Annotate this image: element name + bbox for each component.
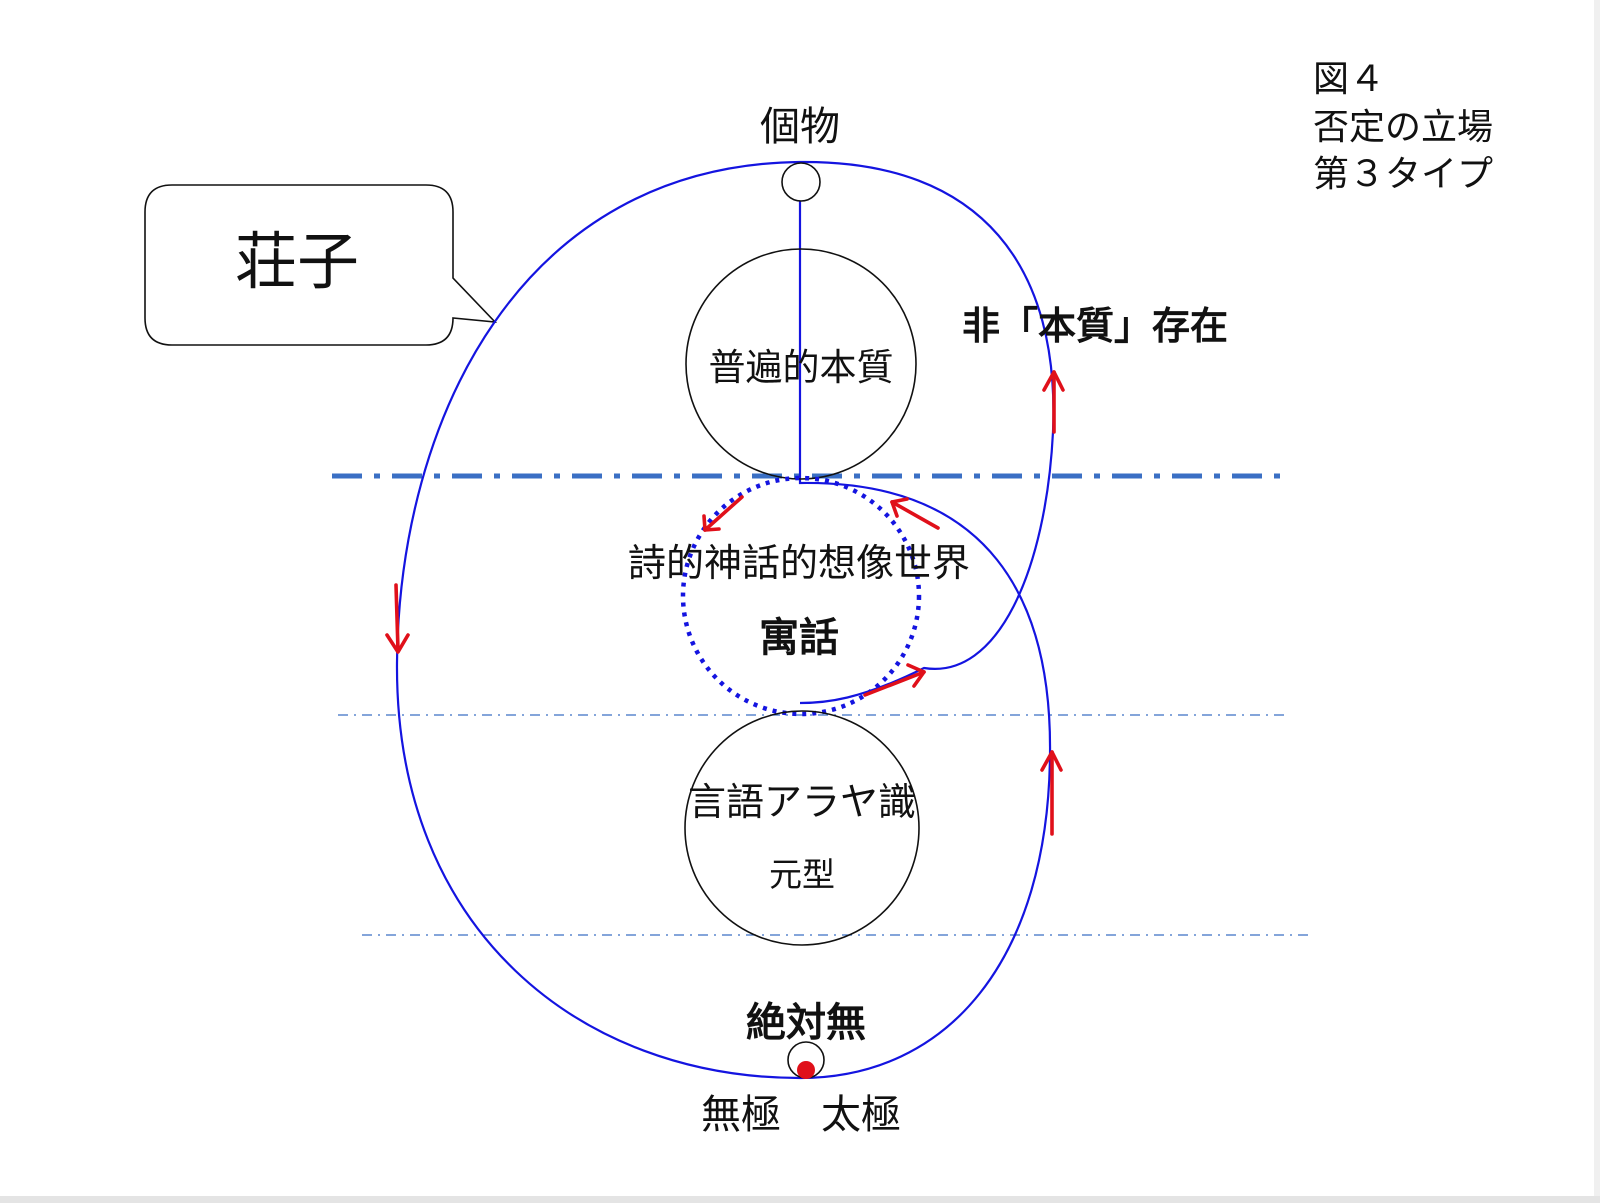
inner-bottom-arrow <box>863 663 926 697</box>
top-point-label: 個物 <box>760 104 840 150</box>
wuji-taiji-label: 無極 太極 <box>701 1092 901 1138</box>
right-edge-strip <box>1594 0 1600 1196</box>
alaya-circle <box>684 710 920 946</box>
figure-caption-line1: 図４ <box>1313 59 1385 100</box>
main-loop-curve <box>395 160 1055 1080</box>
origin-dot <box>797 1061 815 1079</box>
universal-essence-label: 普遍的本質 <box>709 346 894 389</box>
left-down-arrow <box>385 583 410 654</box>
universal-essence-circle <box>685 248 917 480</box>
bottom-scroll-strip <box>0 1196 1600 1203</box>
non-essence-being-label: 非「本質」存在 <box>962 304 1228 348</box>
fable-label: 寓話 <box>759 615 839 661</box>
right-up-arrow-lower <box>1040 750 1063 836</box>
inner-top-arrow-left <box>702 495 744 532</box>
right-up-arrow-upper <box>1042 370 1065 434</box>
figure-caption-line3: 第３タイプ <box>1313 154 1493 195</box>
absolute-nothing-label: 絶対無 <box>746 1000 866 1046</box>
figure-caption-line2: 否定の立場 <box>1313 107 1493 148</box>
individual-point-circle <box>781 162 821 202</box>
flow-arrows <box>385 370 1065 836</box>
alaya-label: 言語アラヤ識 <box>688 780 916 824</box>
imaginal-world-circle <box>680 475 922 717</box>
archetype-label: 元型 <box>769 855 835 894</box>
speech-bubble <box>144 184 498 346</box>
inner-top-arrow-right <box>890 497 940 530</box>
imaginal-world-label: 詩的神話的想像世界 <box>628 541 970 585</box>
speech-bubble-text: 荘子 <box>235 225 359 298</box>
